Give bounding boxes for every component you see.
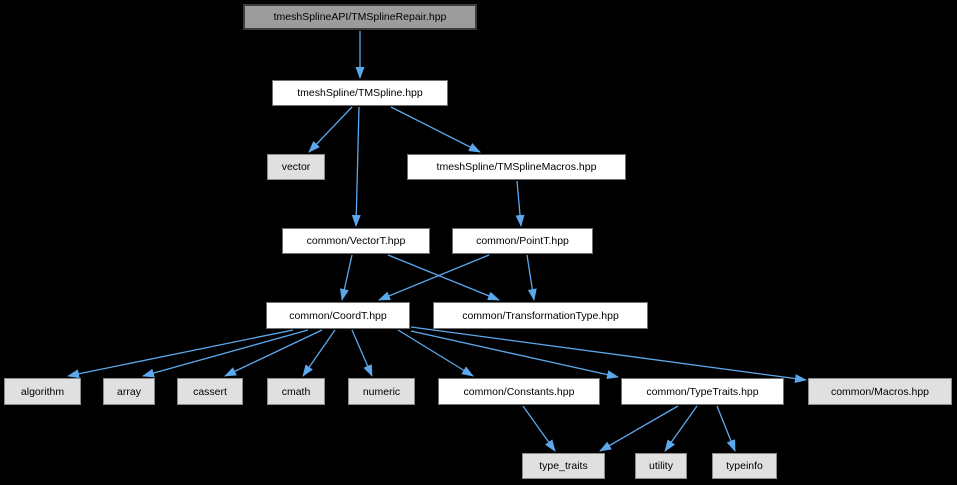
node-type_traits: type_traits <box>522 453 605 479</box>
edge-tmspline-vectort <box>351 106 361 227</box>
edge-coordt-cassert <box>224 329 323 377</box>
edge-pointt-transformationtype <box>526 254 537 301</box>
node-algorithm: algorithm <box>4 378 81 405</box>
edge-typetraits-utility <box>664 405 698 452</box>
edge-pointt-coordt <box>378 254 490 301</box>
node-macros: common/Macros.hpp <box>808 378 952 405</box>
node-cassert: cassert <box>177 378 243 405</box>
edge-vectort-coordt <box>339 254 353 301</box>
edge-coordt-macros <box>410 326 807 383</box>
node-transformationtype[interactable]: common/TransformationType.hpp <box>433 302 648 329</box>
edge-coordt-typetraits <box>410 330 619 380</box>
edge-group <box>67 31 807 452</box>
edge-constants-type_traits <box>522 405 556 452</box>
edge-typetraits-type_traits <box>599 405 679 452</box>
edge-coordt-cmath <box>302 329 336 377</box>
node-utility: utility <box>635 453 687 479</box>
edge-coordt-constants <box>397 329 474 377</box>
edge-typetraits-typeinfo <box>716 405 736 452</box>
edge-coordt-numeric <box>351 329 373 377</box>
node-pointt[interactable]: common/PointT.hpp <box>452 228 593 254</box>
edge-coordt-algorithm <box>67 329 294 379</box>
node-coordt[interactable]: common/CoordT.hpp <box>266 302 410 329</box>
edge-tmsplinemacros-pointt <box>515 180 525 227</box>
node-typeinfo: typeinfo <box>712 453 777 479</box>
node-typetraits[interactable]: common/TypeTraits.hpp <box>621 378 784 405</box>
node-vector: vector <box>267 154 325 180</box>
node-array: array <box>103 378 155 405</box>
edge-tmspline-tmsplinemacros <box>390 106 481 153</box>
edge-vectort-transformationtype <box>387 254 500 301</box>
edge-tmspline-vector <box>308 106 353 153</box>
node-constants[interactable]: common/Constants.hpp <box>438 378 600 405</box>
node-numeric: numeric <box>348 378 415 405</box>
node-cmath: cmath <box>267 378 325 405</box>
node-tmsplinerepair: tmeshSplineAPI/TMSplineRepair.hpp <box>243 4 477 30</box>
node-tmsplinemacros[interactable]: tmeshSpline/TMSplineMacros.hpp <box>407 154 626 180</box>
node-tmspline[interactable]: tmeshSpline/TMSpline.hpp <box>272 80 448 106</box>
node-vectort[interactable]: common/VectorT.hpp <box>282 228 430 254</box>
edge-coordt-array <box>142 329 309 378</box>
